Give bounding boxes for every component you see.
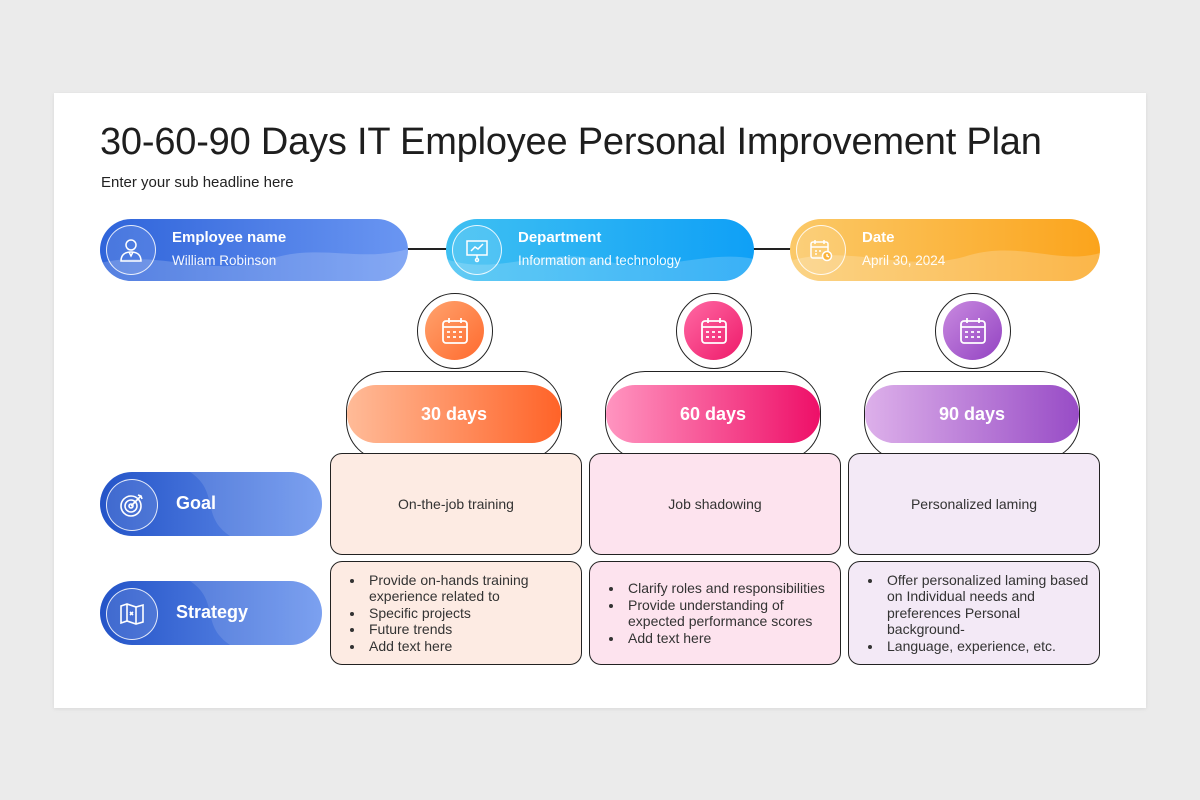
goal-text: Personalized laming	[910, 496, 1038, 512]
phase-label-90: 90 days	[865, 385, 1079, 443]
strategy-list: Provide on-hands training experience rel…	[331, 572, 581, 655]
strategy-row-label: Strategy	[100, 581, 322, 645]
calendar-clock-icon	[796, 225, 846, 275]
phase-label-60: 60 days	[606, 385, 820, 443]
list-item: Add text here	[365, 638, 573, 655]
strategy-box-30: Provide on-hands training experience rel…	[330, 561, 582, 665]
department-card: Department Information and technology	[446, 219, 754, 281]
department-label: Department	[518, 229, 602, 246]
date-value: April 30, 2024	[862, 253, 946, 268]
goal-text: Job shadowing	[668, 496, 762, 512]
connector-line	[406, 248, 448, 250]
strategy-box-60: Clarify roles and responsibilities Provi…	[589, 561, 841, 665]
department-value: Information and technology	[518, 253, 681, 268]
list-item: Provide on-hands training experience rel…	[365, 572, 573, 605]
list-item: Add text here	[624, 630, 832, 647]
list-item: Clarify roles and responsibilities	[624, 580, 832, 597]
list-item: Specific projects	[365, 605, 573, 622]
connector-line	[752, 248, 792, 250]
list-item: Language, experience, etc.	[883, 638, 1091, 655]
strategy-list: Offer personalized laming based on Indiv…	[849, 572, 1099, 655]
goal-box-90: Personalized laming	[848, 453, 1100, 555]
calendar-icon	[684, 301, 743, 360]
wave-decoration	[790, 250, 1100, 281]
employee-name-label: Employee name	[172, 229, 287, 246]
list-item: Offer personalized laming based on Indiv…	[883, 572, 1091, 638]
goal-label: Goal	[176, 493, 217, 513]
wave-decoration	[190, 472, 322, 536]
goal-row-label: Goal	[100, 472, 322, 536]
wave-decoration	[100, 249, 408, 281]
strategy-box-90: Offer personalized laming based on Indiv…	[848, 561, 1100, 665]
phase-label-30: 30 days	[347, 385, 561, 443]
strategy-list: Clarify roles and responsibilities Provi…	[590, 580, 840, 646]
date-label: Date	[862, 229, 895, 246]
page-subtitle: Enter your sub headline here	[101, 174, 294, 191]
list-item: Future trends	[365, 621, 573, 638]
date-card: Date April 30, 2024	[790, 219, 1100, 281]
goal-box-60: Job shadowing	[589, 453, 841, 555]
list-item: Provide understanding of expected perfor…	[624, 597, 832, 630]
phase-icon-ring	[417, 293, 493, 369]
employee-name-card: Employee name William Robinson	[100, 219, 408, 281]
wave-decoration	[190, 581, 322, 645]
phase-icon-ring	[676, 293, 752, 369]
page-title: 30-60-90 Days IT Employee Personal Impro…	[100, 121, 1042, 163]
user-icon	[106, 225, 156, 275]
target-icon	[106, 479, 158, 531]
strategy-label: Strategy	[176, 602, 249, 622]
wave-decoration	[446, 256, 754, 281]
goal-text: On-the-job training	[398, 496, 514, 512]
phase-icon-ring	[935, 293, 1011, 369]
slide: 30-60-90 Days IT Employee Personal Impro…	[54, 93, 1146, 708]
map-icon	[106, 588, 158, 640]
employee-name-value: William Robinson	[172, 253, 277, 268]
goal-box-30: On-the-job training	[330, 453, 582, 555]
calendar-icon	[943, 301, 1002, 360]
calendar-icon	[425, 301, 484, 360]
presentation-icon	[452, 225, 502, 275]
